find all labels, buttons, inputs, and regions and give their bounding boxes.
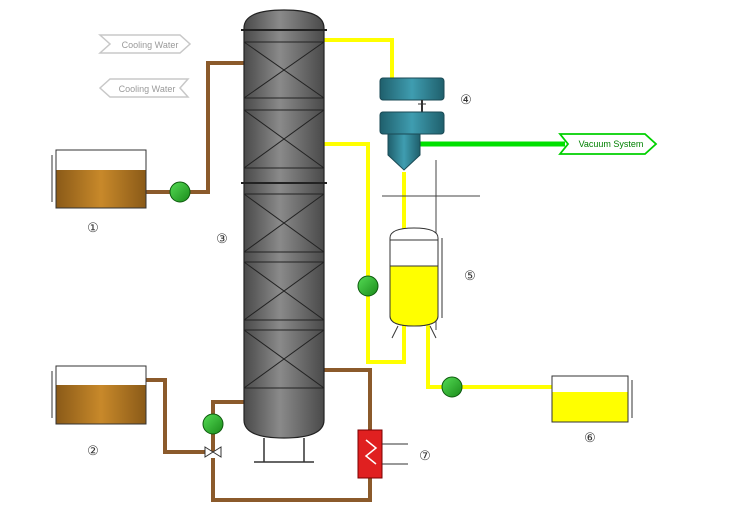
tank1-label: ① [87, 221, 99, 236]
vapor-pipe [324, 38, 394, 78]
condenser-label: ④ [460, 93, 472, 108]
feed-tank-2 [51, 365, 147, 425]
reflux-pipe [324, 142, 406, 364]
pumps [169, 181, 463, 435]
product-pipe [426, 322, 554, 389]
feed-tank-1 [51, 149, 147, 209]
cooling-water-out-arrow: Cooling Water [98, 78, 190, 98]
reboiler-return-pipe [323, 368, 372, 430]
tank2-label: ② [87, 444, 99, 459]
feed-pipe-tank2 [145, 378, 206, 454]
column-label: ③ [216, 232, 228, 247]
receiver-label: ⑤ [464, 269, 476, 284]
product-tank-label: ⑥ [584, 431, 596, 446]
vacuum-system-label: Vacuum System [579, 139, 644, 149]
reboiler-loop-pipe [211, 458, 372, 502]
pump-icon[interactable] [441, 376, 463, 398]
receiver-vessel [389, 227, 443, 339]
pump-icon[interactable] [202, 413, 224, 435]
feed-pipes [145, 61, 372, 502]
pump-icon[interactable] [357, 275, 379, 297]
product-tank [551, 375, 633, 423]
cooling-water-out-label: Cooling Water [119, 84, 176, 94]
cooling-water-in-label: Cooling Water [122, 40, 179, 50]
vacuum-system-arrow: Vacuum System [558, 133, 658, 155]
condenser [379, 77, 445, 171]
pump-icon[interactable] [169, 181, 191, 203]
reboiler [357, 429, 408, 479]
bottoms-pipe-column [211, 400, 244, 452]
distillate-pipes [324, 38, 554, 389]
distillation-column [241, 9, 327, 463]
reboiler-label: ⑦ [419, 449, 431, 464]
cooling-water-in-arrow: Cooling Water [98, 34, 192, 54]
valve-icon[interactable] [204, 446, 222, 458]
column-packing [243, 41, 325, 389]
feed-pipe-tank1 [145, 61, 244, 194]
